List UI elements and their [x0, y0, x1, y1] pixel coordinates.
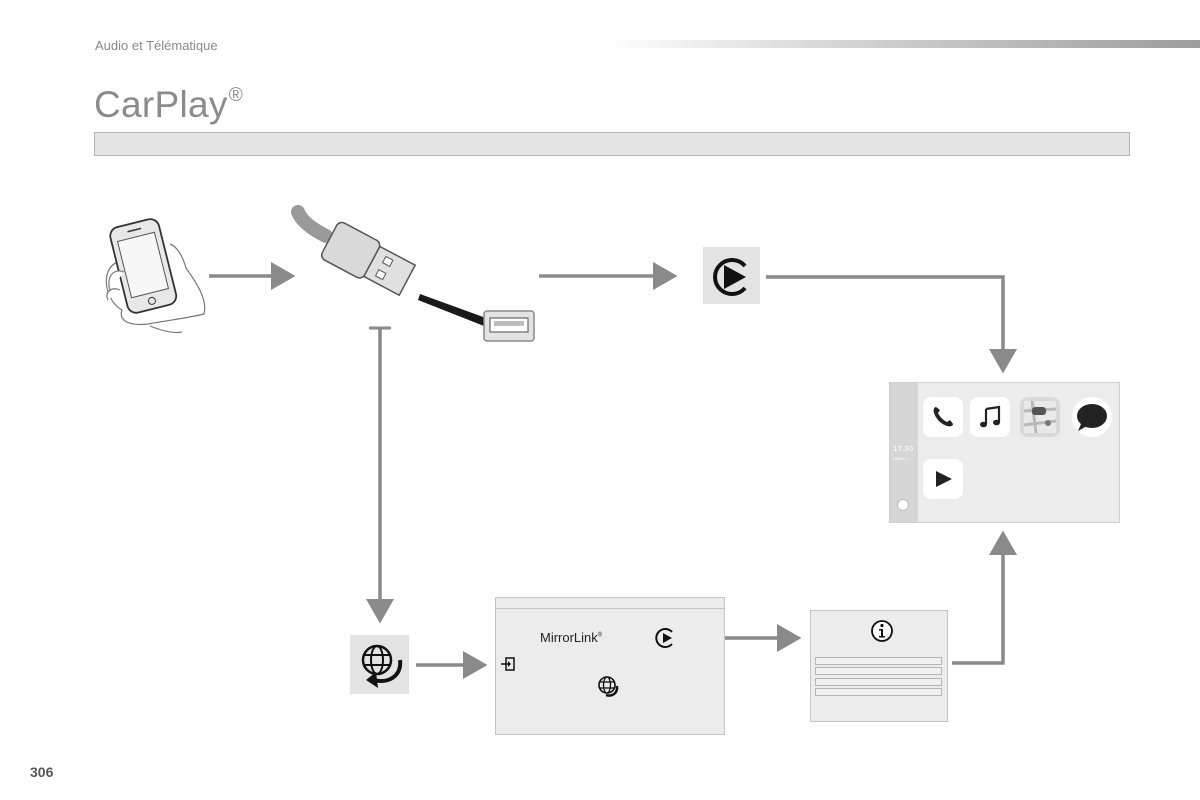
title-underline-bar	[94, 132, 1130, 156]
page-number: 306	[30, 764, 54, 780]
messages-app[interactable]	[1072, 397, 1112, 437]
maps-icon	[1023, 400, 1057, 434]
maps-app[interactable]	[1020, 397, 1060, 437]
title-text: CarPlay	[94, 84, 228, 125]
info-screen	[810, 610, 948, 722]
carplay-play-icon	[703, 247, 760, 304]
play-icon	[936, 471, 952, 487]
carplay-signal-dots: •••▫▫	[893, 457, 909, 463]
header-gradient-bar	[605, 40, 1200, 48]
carplay-small-icon[interactable]	[655, 627, 677, 649]
info-list-row[interactable]	[815, 657, 942, 665]
info-list-row[interactable]	[815, 678, 942, 686]
title-registered-mark: ®	[228, 85, 244, 106]
connectivity-globe-icon	[350, 635, 409, 694]
carplay-home-button[interactable]	[897, 499, 909, 511]
info-icon	[871, 620, 893, 642]
carplay-clock: 17:30	[893, 445, 914, 453]
info-list-row[interactable]	[815, 688, 942, 696]
mirrorlink-label: MirrorLink	[540, 630, 598, 645]
arrow-carplay-to-home	[766, 275, 1017, 374]
usb-port-icon	[483, 310, 535, 342]
section-label: Audio et Télématique	[95, 38, 218, 53]
arrow-info-to-home	[952, 530, 1017, 665]
smartphone-icon	[105, 218, 206, 334]
connectivity-screen: MirrorLink®	[495, 597, 725, 735]
carplay-home-screen: 17:30 •••▫▫	[889, 382, 1120, 523]
phone-app[interactable]	[923, 397, 963, 437]
page-title: CarPlay®	[94, 84, 243, 126]
music-icon	[980, 405, 1001, 428]
exit-icon[interactable]	[500, 656, 516, 672]
carplay-side-bar: 17:30 •••▫▫	[890, 383, 918, 522]
connectivity-small-icon[interactable]	[596, 674, 622, 700]
now-playing-app[interactable]	[923, 459, 963, 499]
usb-connection-line	[418, 294, 486, 326]
messages-icon	[1077, 404, 1107, 431]
mirrorlink-logo[interactable]: MirrorLink®	[540, 630, 602, 645]
info-list-row[interactable]	[815, 667, 942, 675]
mirrorlink-mark: ®	[597, 632, 603, 639]
usb-plug-icon	[291, 205, 417, 297]
phone-icon	[933, 407, 953, 427]
screen-top-divider	[496, 608, 724, 609]
music-app[interactable]	[970, 397, 1010, 437]
